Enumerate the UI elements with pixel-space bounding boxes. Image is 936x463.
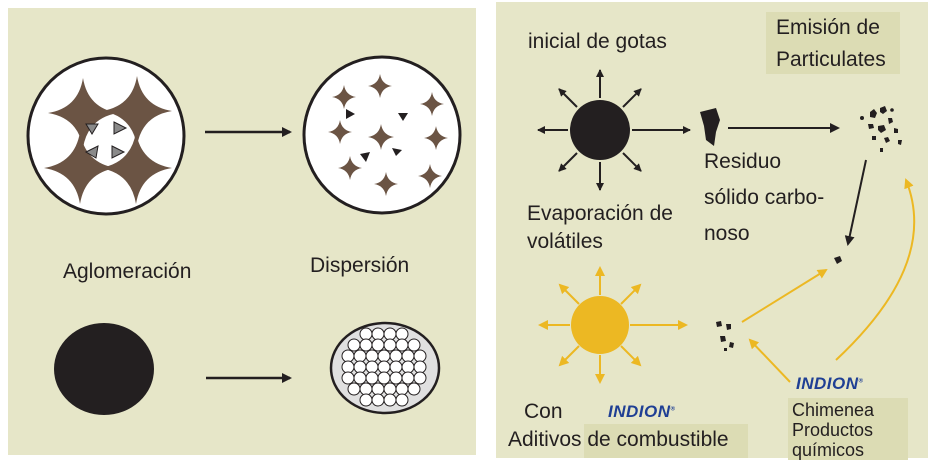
chimenea-line2: Productos bbox=[792, 420, 874, 440]
dispersion-label: Dispersión bbox=[310, 254, 410, 277]
aditivos-label: Aditivos de combustible bbox=[508, 428, 729, 451]
indion-logo-left: INDION® bbox=[608, 402, 675, 422]
arrow-yellow-from-chimenea bbox=[748, 338, 791, 383]
emision-label-bg bbox=[766, 12, 900, 74]
brand-mark: ® bbox=[670, 406, 676, 413]
residuo-line2: sólido carbo- bbox=[704, 186, 825, 209]
evaporacion-line1: Evaporación de bbox=[527, 202, 673, 225]
right-panel bbox=[496, 2, 928, 458]
aglomeracion-label: Aglomeración bbox=[63, 260, 192, 283]
dispersion-circle bbox=[302, 55, 462, 215]
residuo-line3: noso bbox=[704, 222, 750, 245]
residue-chunk bbox=[700, 108, 720, 146]
brand-name: INDION bbox=[608, 402, 671, 421]
brand-name: INDION bbox=[796, 374, 859, 393]
chimenea-label-bg bbox=[788, 398, 908, 460]
droplet-yellow bbox=[538, 266, 688, 384]
brand-mark: ® bbox=[858, 378, 864, 385]
additive-particles bbox=[716, 321, 734, 351]
small-particle bbox=[834, 256, 842, 264]
inicial-label: inicial de gotas bbox=[528, 30, 667, 53]
particulates-cluster bbox=[860, 106, 902, 152]
residuo-line1: Residuo bbox=[704, 150, 782, 173]
chimenea-line1: Chimenea bbox=[792, 400, 875, 420]
black-oval bbox=[54, 323, 154, 415]
packed-spheres-oval bbox=[329, 321, 441, 415]
con-label: Con bbox=[524, 400, 563, 423]
aglomeracion-circle bbox=[26, 56, 186, 216]
droplet-black bbox=[537, 69, 691, 191]
arrow-particulates-down bbox=[844, 159, 867, 246]
emision-label-line1: Emisión de bbox=[776, 16, 880, 39]
evaporacion-line2: volátiles bbox=[527, 230, 603, 253]
chimenea-line3: químicos bbox=[792, 440, 865, 460]
arrow-yellow-curve-up bbox=[835, 178, 916, 361]
indion-logo-right: INDION® bbox=[796, 374, 863, 394]
emision-label-line2: Particulates bbox=[776, 48, 886, 71]
aditivos-label-bg bbox=[584, 424, 748, 458]
arrow-yellow-to-particle bbox=[741, 268, 828, 323]
